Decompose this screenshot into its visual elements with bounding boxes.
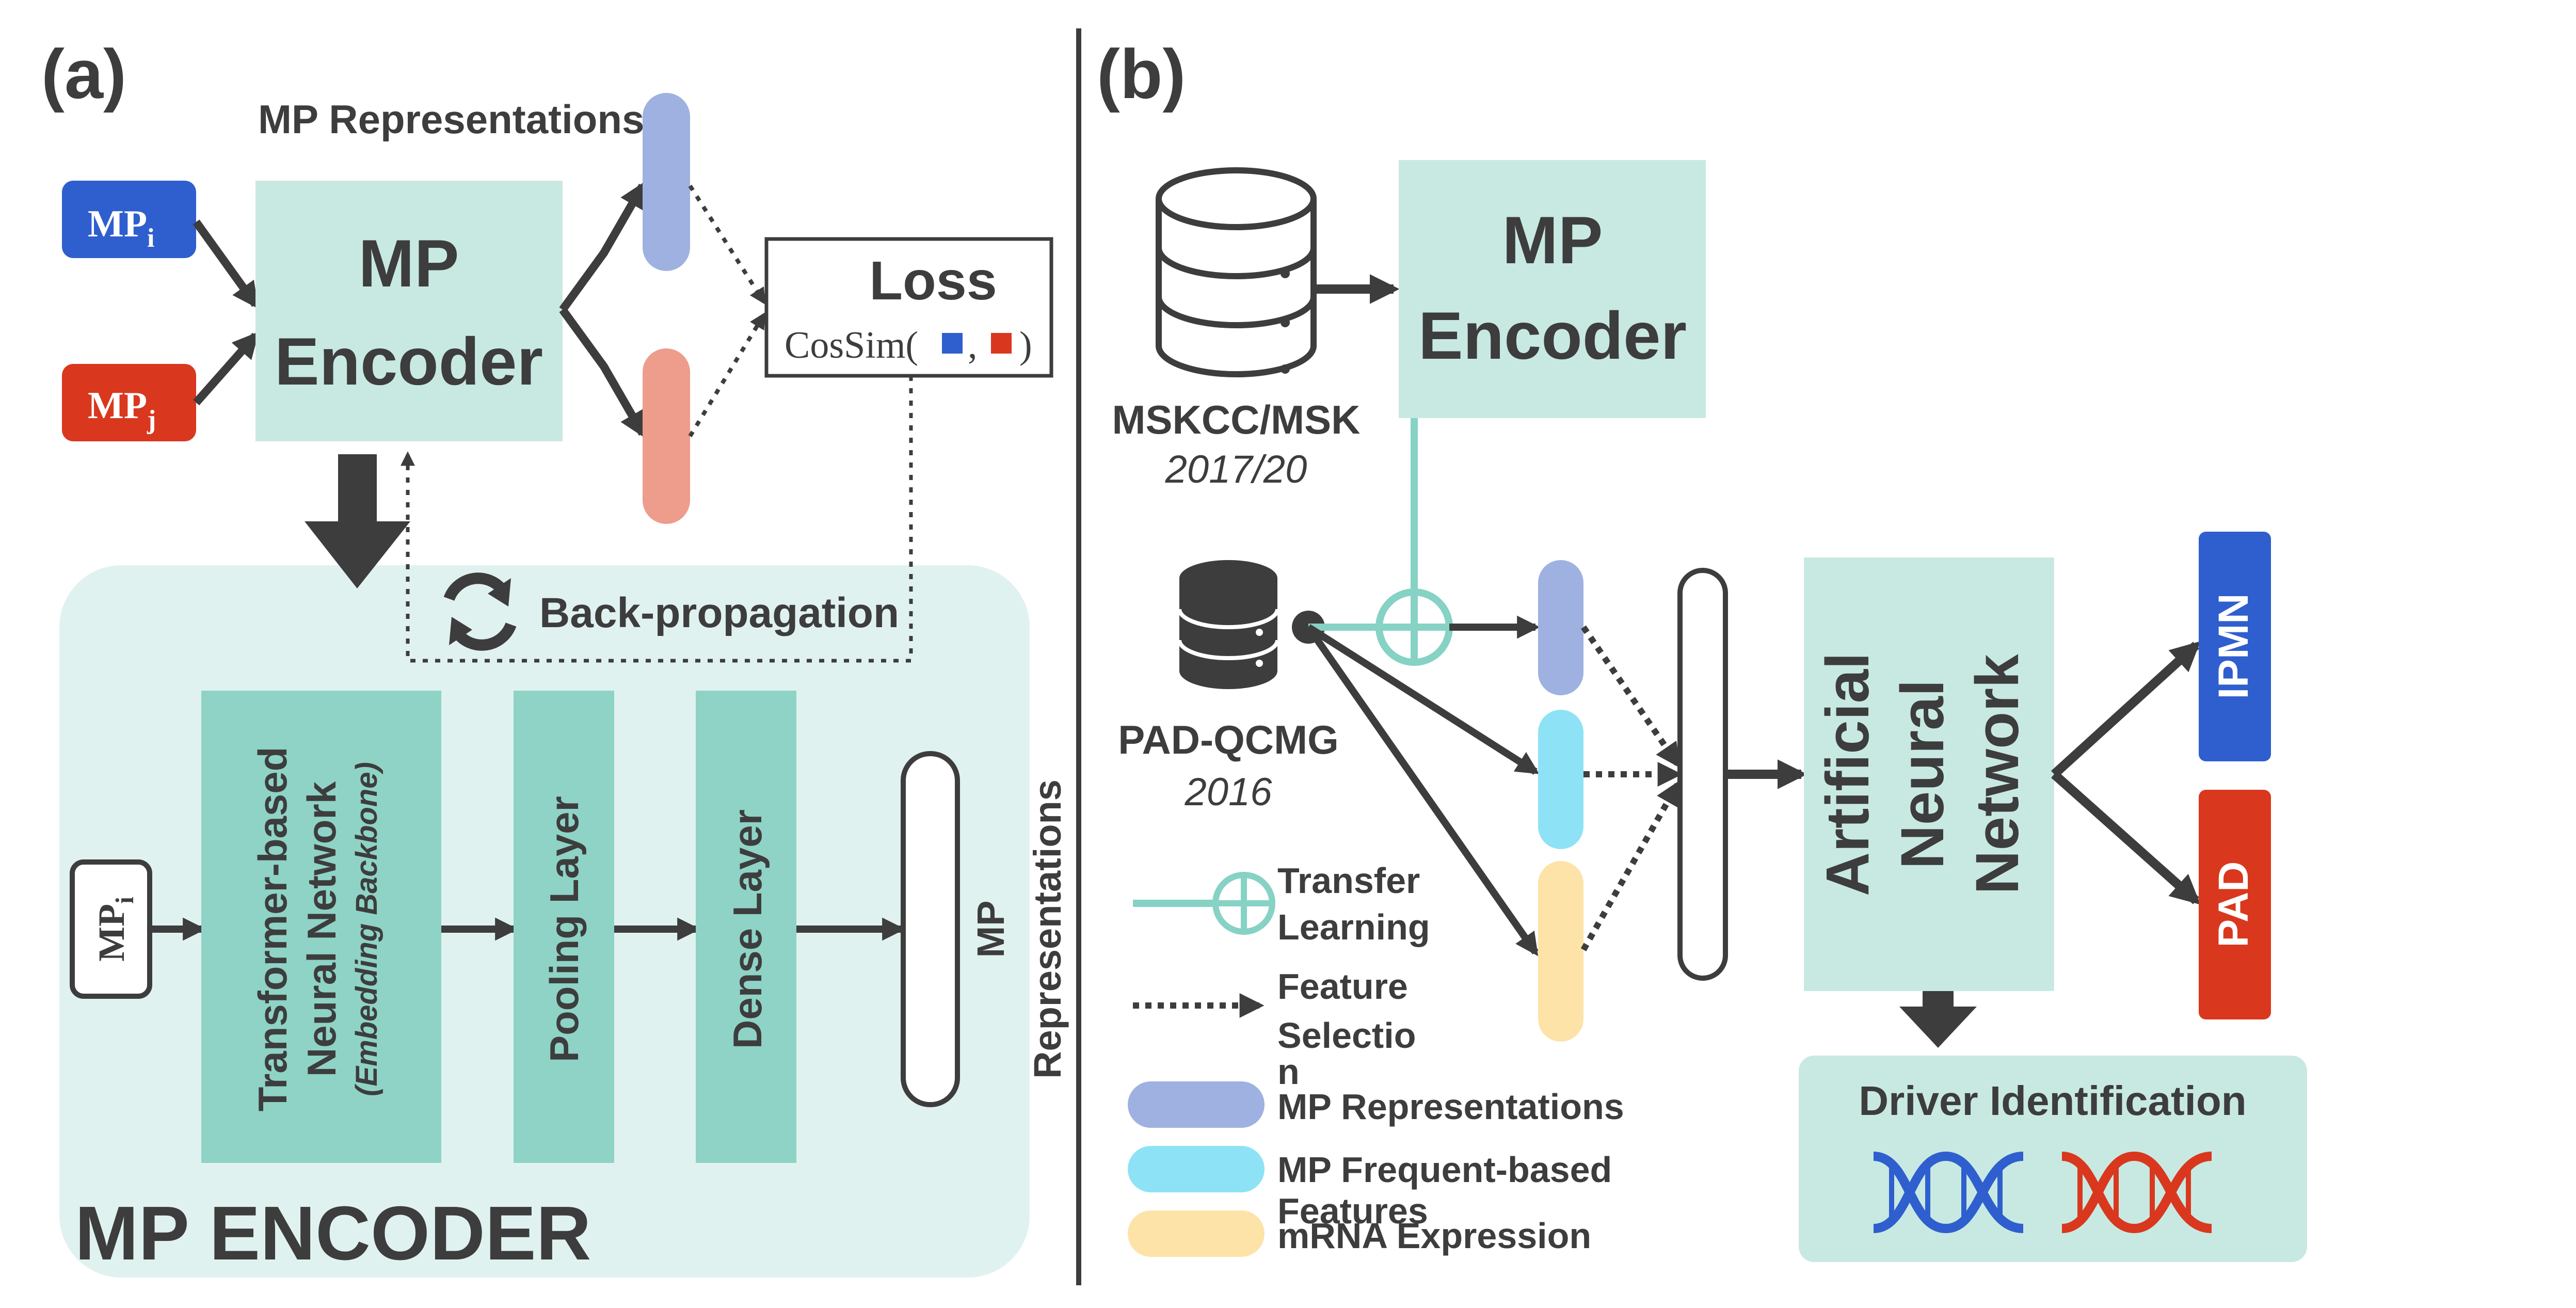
- arrow-mpj-encoder: [193, 331, 259, 406]
- legend-blue-swatch: [1128, 1081, 1265, 1128]
- dna-blue-icon: [1873, 1151, 2024, 1234]
- loss-box: [764, 237, 1053, 378]
- legend-feature-line1: Feature: [1277, 966, 1408, 1007]
- legend-feature-line2: Selectio: [1277, 1015, 1416, 1056]
- transformer-line2: Neural Network: [299, 781, 344, 1077]
- arrow-ann-pad: [2051, 771, 2201, 905]
- database-outline-icon: [1156, 167, 1317, 377]
- pooling-layer: [514, 691, 614, 1163]
- ann-line1: Artificial: [1814, 652, 1882, 896]
- big-down-arrow: [305, 454, 410, 588]
- svg-text:MPi: MPi: [91, 897, 139, 962]
- legend: Transfer Learning Feature Selectio n MP …: [1128, 860, 1624, 1257]
- transformer-line1: Transformer-based: [250, 747, 295, 1112]
- dotted-yellow-concat: [1580, 780, 1681, 951]
- dna-red-icon: [2061, 1151, 2212, 1234]
- mp-representations-label: MP Representations: [258, 97, 644, 142]
- driver-title: Driver Identification: [1859, 1078, 2246, 1124]
- arrow-encoder-salmon-pill: [559, 307, 646, 438]
- legend-yellow-swatch: [1128, 1210, 1265, 1257]
- ann-box: [1804, 557, 2054, 991]
- transformer-layer: [201, 691, 441, 1163]
- driver-down-arrow: [1899, 991, 1977, 1048]
- dotted-salmon-loss: [688, 312, 766, 438]
- refresh-icon: [443, 572, 517, 651]
- backprop-label: Back-propagation: [539, 589, 899, 636]
- mp-encoder-b-line1: MP: [1502, 202, 1603, 278]
- output-ipmn-label: IPMN: [2210, 594, 2257, 699]
- panel-a-label: (a): [41, 35, 126, 113]
- arrow-dot-cyan: [1306, 624, 1540, 775]
- legend-mp-repr: MP Representations: [1277, 1087, 1624, 1127]
- loss-formula-end: ): [1019, 324, 1032, 366]
- feature-pill-blue: [1538, 560, 1583, 695]
- arrow-dot-yellow: [1305, 625, 1539, 956]
- loss-formula-start: CosSim(: [785, 324, 918, 366]
- loss-red-square: [991, 333, 1012, 354]
- dense-layer: [696, 691, 796, 1163]
- arrow-ann-ipmn: [2051, 641, 2201, 778]
- pooling-layer-label: Pooling Layer: [541, 796, 587, 1062]
- database-filled-icon: [1177, 560, 1279, 689]
- db2-years: 2016: [1184, 770, 1272, 814]
- mp-encoder-line1: MP: [359, 226, 459, 301]
- transformer-line3: (Embedding Backbone): [350, 762, 383, 1096]
- ann-line3: Network: [1963, 654, 2031, 895]
- dotted-blue-concat: [1581, 625, 1681, 768]
- output-pad: [2199, 790, 2271, 1019]
- mp-encoder-line2: Encoder: [275, 324, 543, 399]
- legend-cyan-swatch: [1128, 1146, 1265, 1192]
- dense-layer-label: Dense Layer: [725, 809, 770, 1049]
- output-ipmn: [2199, 532, 2271, 761]
- mp-encoder-box: [255, 181, 563, 441]
- mp-encoder-b-line2: Encoder: [1418, 298, 1687, 373]
- output-label-line2: Representations: [1026, 779, 1069, 1079]
- legend-transfer-line1: Transfer: [1277, 860, 1420, 901]
- ann-line2: Neural: [1889, 679, 1957, 869]
- output-pad-label: PAD: [2210, 861, 2257, 947]
- mp-encoder-box-b: [1399, 160, 1706, 418]
- db2-label: PAD-QCMG: [1118, 717, 1339, 762]
- db1-label: MSKCC/MSK: [1112, 397, 1361, 442]
- representation-pill-salmon: [643, 348, 690, 524]
- output-pill: [901, 751, 960, 1107]
- feature-pill-yellow: [1538, 861, 1583, 1042]
- dotted-blue-loss: [688, 184, 766, 305]
- legend-mp-freq-line1: MP Frequent-based: [1277, 1150, 1612, 1190]
- db1-years: 2017/20: [1165, 448, 1307, 491]
- loss-title: Loss: [869, 250, 997, 311]
- legend-feature-line3: n: [1277, 1051, 1300, 1092]
- loss-blue-square: [942, 333, 963, 354]
- feature-pill-cyan: [1538, 710, 1583, 849]
- arrow-mpi-encoder: [193, 219, 259, 309]
- panel-b: (b) MSKCC/MSK 2017/20 MP Encoder PAD-QCM…: [1097, 35, 2307, 1262]
- panel-b-label: (b): [1097, 35, 1186, 113]
- input-mp-i: MPi: [70, 859, 152, 999]
- svg-text:MPj: MPj: [88, 385, 156, 435]
- legend-mp-freq-line2: Features: [1277, 1191, 1428, 1231]
- backprop-dotted-path: [401, 376, 913, 663]
- mp-i-input: MPi: [62, 181, 196, 258]
- svg-text:MPi: MPi: [88, 203, 155, 253]
- mp-encoder-title: MP ENCODER: [75, 1191, 591, 1276]
- legend-mrna: mRNA Expression: [1277, 1216, 1591, 1256]
- representation-pill-blue: [643, 93, 690, 271]
- mp-j-input: MPj: [62, 364, 196, 441]
- loss-formula-comma: ,: [968, 324, 978, 366]
- panel-a: (a) MPi MPj MP Encoder MP Representation…: [41, 35, 1069, 1278]
- output-label-line1: MP: [969, 901, 1012, 958]
- arrow-encoder-blue-pill: [559, 181, 646, 312]
- concat-pill: [1677, 568, 1728, 981]
- legend-transfer-line2: Learning: [1277, 907, 1430, 947]
